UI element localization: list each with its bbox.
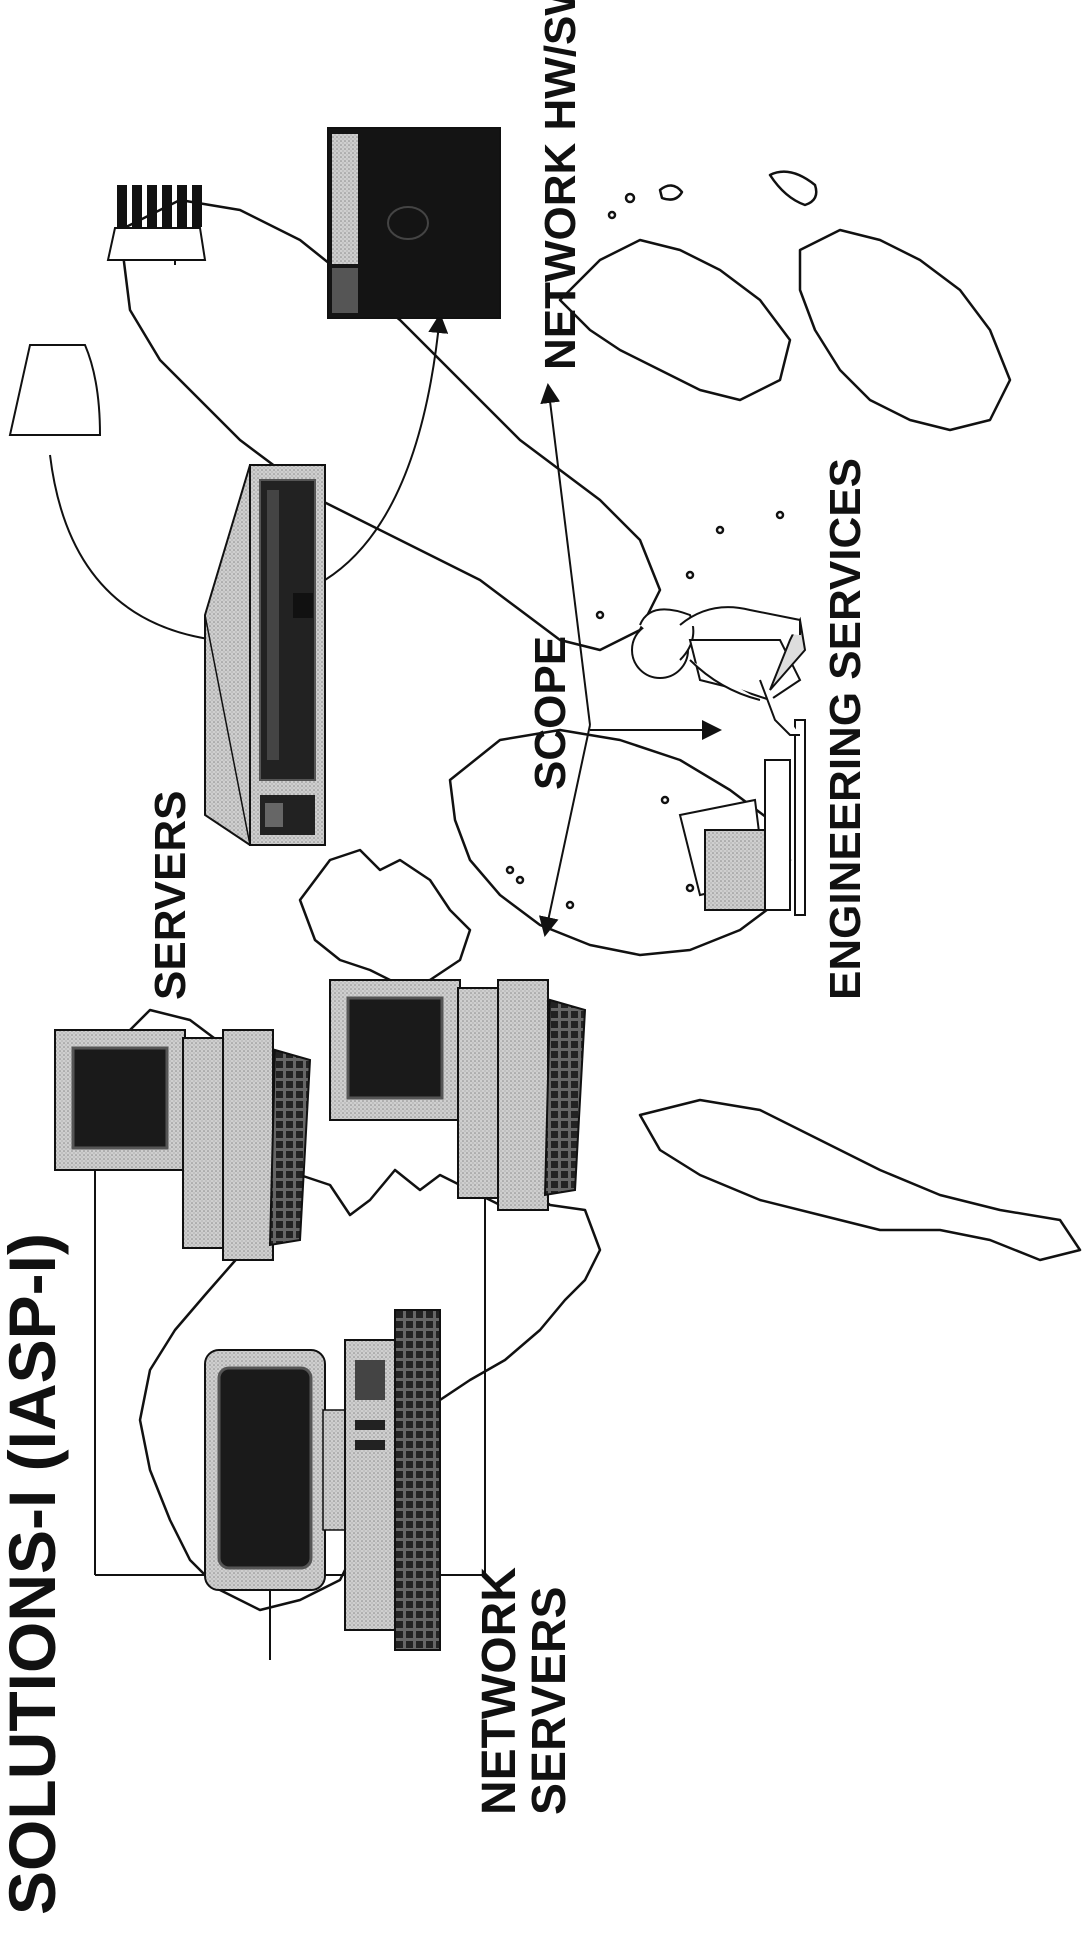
label-network-hw-sw: NETWORK HW/SW <box>536 0 585 370</box>
label-servers: SERVERS <box>146 791 195 1001</box>
label-network-servers-line1: NETWORK <box>473 1567 526 1815</box>
server-tower-icon <box>205 465 325 845</box>
continent-southeast-asia <box>560 240 790 400</box>
continent-south-america <box>640 1100 1080 1260</box>
network-hardware-rack-icon <box>328 128 500 318</box>
label-scope: SCOPE <box>526 636 575 790</box>
continent-australia <box>800 230 1010 430</box>
continent-europe <box>300 850 470 985</box>
satellite-dish-icon <box>10 186 205 435</box>
desktop-computer-icon <box>55 1030 310 1260</box>
title-text: SOLUTIONS-I (IASP-I) <box>0 1233 69 1915</box>
label-engineering-services: ENGINEERING SERVICES <box>821 458 870 1000</box>
label-network-servers-line2: SERVERS <box>523 1586 576 1815</box>
satellite-link-curve <box>50 455 215 640</box>
desktop-computer-icon <box>330 980 585 1210</box>
engineer-at-computer-icon <box>632 607 805 915</box>
server-rack-link-curve <box>325 315 440 580</box>
